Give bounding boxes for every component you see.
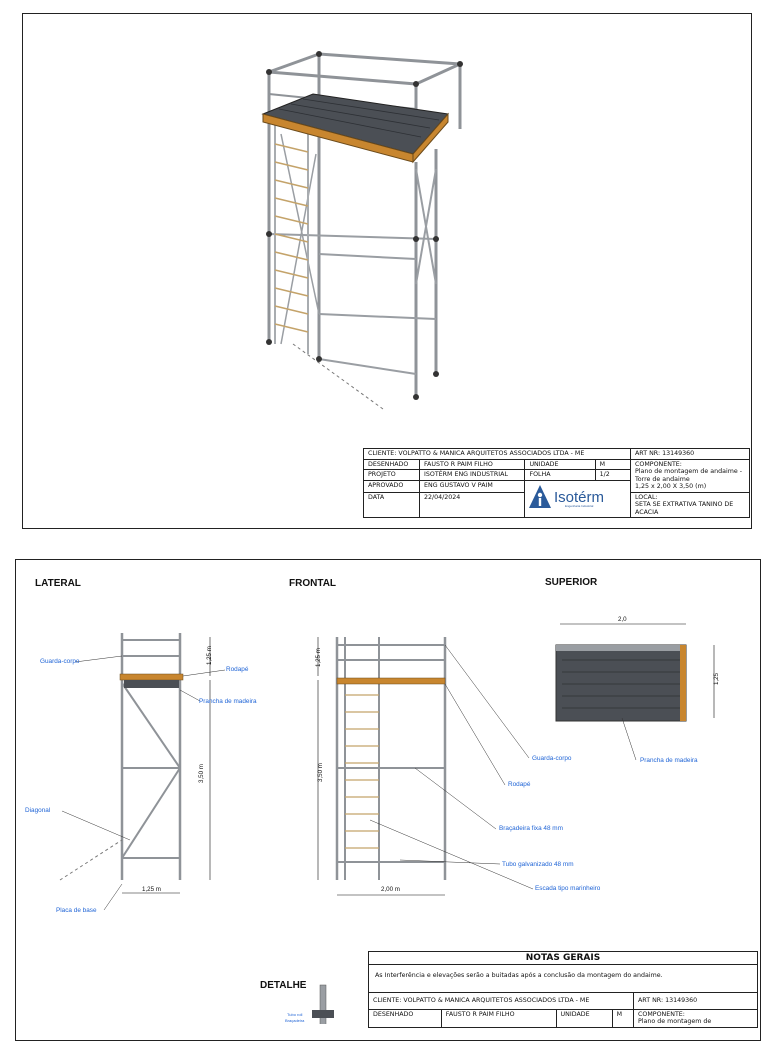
superior-deck [555,644,687,722]
component-cell-2: COMPONENTE: Plano de montagem de [633,1008,758,1028]
svg-text:2,00 m: 2,00 m [381,886,400,893]
callout-diagonal: Diagonal [25,807,51,814]
frontal-view [335,637,447,880]
callout-prancha-superior: Prancha de madeira [640,757,698,764]
view-title-frontal: FRONTAL [289,578,337,589]
callout-placa-base: Placa de base [56,907,97,914]
callout-guarda-corpo-frontal: Guarda-corpo [532,755,572,762]
svg-text:1,25 m: 1,25 m [315,648,322,667]
callout-bracadeira: Braçadeira fixa 48 mm [499,825,563,832]
isometric-tower-drawing [261,51,463,410]
view-title-detalhe: DETALHE [260,980,307,991]
view-title-superior: SUPERIOR [545,577,598,588]
svg-text:1,25 m: 1,25 m [206,646,213,665]
unit-value-2: M [611,1008,635,1028]
unit-label-2: UNIDADE [555,1008,613,1028]
callout-tubo: Tubo galvanizado 48 mm [502,861,574,868]
component-cell: COMPONENTE: Plano de montagem de andaime… [630,458,750,493]
callout-rodape-frontal: Rodapé [508,781,531,788]
title-block-sheet-2: CLIENTE: VOLPATTO & MANICA ARQUITETOS AS… [368,992,758,1028]
svg-text:Engenharia Industrial: Engenharia Industrial [565,504,594,508]
location-cell: LOCAL: SETA SE EXTRATIVA TANINO DE ACACI… [630,491,750,519]
detail-coupler [312,984,334,1024]
callout-rodape-lateral: Rodapé [226,666,249,673]
date-label: DATA [362,491,421,519]
svg-text:1,25: 1,25 [713,672,720,685]
callout-tubo-roll: Tubo roll [287,1012,303,1017]
svg-text:Isotérm: Isotérm [554,489,604,506]
drawn-value-2: FAUSTO R PAIM FILHO [440,1008,557,1028]
callout-guarda-corpo-lateral: Guarda-corpo [40,658,80,665]
svg-text:2,0: 2,0 [618,616,627,623]
callout-bracadeira-detalhe: Braçadeira [285,1018,305,1023]
approved-value: ENG GUSTAVO V PAIM [419,479,526,493]
logo-cell: Isotérm Engenharia Industrial [524,479,631,519]
view-title-lateral: LATERAL [35,578,81,589]
general-notes-title: NOTAS GERAIS [369,952,757,965]
svg-text:3,50 m: 3,50 m [198,764,205,783]
svg-text:1,25 m: 1,25 m [142,886,161,893]
art-number-2: ART NR: 13149360 [633,992,758,1010]
isoterm-logo: Isotérm Engenharia Industrial [529,484,604,508]
callout-prancha-lateral: Prancha de madeira [199,698,257,705]
svg-text:3,50 m: 3,50 m [317,763,324,782]
client-cell-2: CLIENTE: VOLPATTO & MANICA ARQUITETOS AS… [368,992,634,1010]
lateral-view [59,633,182,881]
callout-escada: Escada tipo marinheiro [535,885,601,892]
drawn-label-2: DESENHADO [368,1008,442,1028]
drawing-sheet-1: CLIENTE: VOLPATTO & MANICA ARQUITETOS AS… [22,13,752,529]
general-notes-text: As Interferência e elevações serão a bui… [375,972,663,979]
general-notes: NOTAS GERAIS As Interferência e elevaçõe… [368,951,758,993]
date-value: 22/04/2024 [419,491,526,519]
title-block: CLIENTE: VOLPATTO & MANICA ARQUITETOS AS… [362,448,750,519]
